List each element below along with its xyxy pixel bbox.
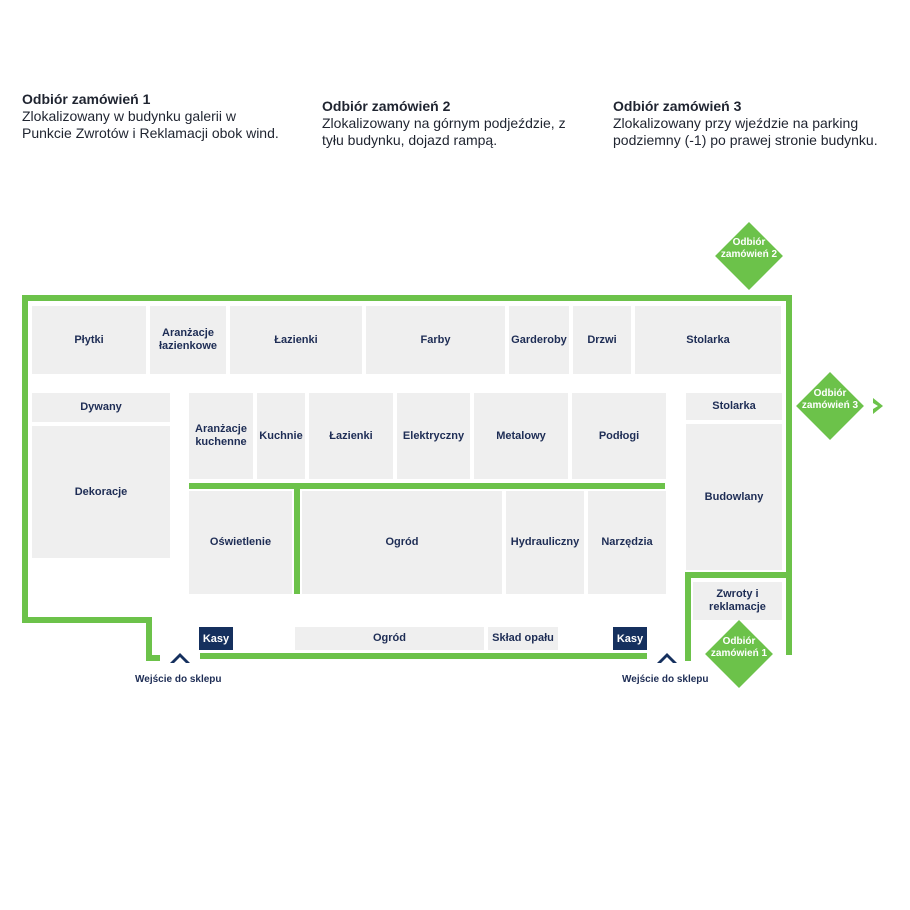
dept-podlogi[interactable]: Podłogi — [572, 393, 666, 479]
pickup-title-2: Odbiór zamówień 2 — [322, 98, 451, 114]
pickup-info-1: Odbiór zamówień 1 Zlokalizowany w budynk… — [22, 91, 282, 142]
dept-stolarka-right[interactable]: Stolarka — [686, 393, 782, 420]
dept-sklad-opalu[interactable]: Skład opału — [488, 627, 558, 650]
entrance-left-label: Wejście do sklepu — [135, 674, 222, 685]
dept-metalowy[interactable]: Metalowy — [474, 393, 568, 479]
dept-dywany[interactable]: Dywany — [32, 393, 170, 422]
wall-top — [22, 295, 792, 301]
dept-lazienki-mid[interactable]: Łazienki — [309, 393, 393, 479]
checkout-left[interactable]: Kasy — [199, 627, 233, 650]
wall-right — [786, 295, 792, 655]
dept-oswietlenie[interactable]: Oświetlenie — [189, 491, 292, 594]
pickup-title-3: Odbiór zamówień 3 — [613, 98, 742, 114]
pickup-2-label: Odbiór zamówień 2 — [720, 237, 778, 260]
wall-bottom-left-stub — [146, 655, 160, 661]
wall-returns-left — [685, 572, 691, 661]
dept-kuchnie[interactable]: Kuchnie — [257, 393, 305, 479]
entrance-right-label: Wejście do sklepu — [622, 674, 709, 685]
wall-returns-top — [685, 572, 791, 578]
dept-ogrod-bottom[interactable]: Ogród — [295, 627, 484, 650]
dept-farby[interactable]: Farby — [366, 306, 505, 374]
checkout-right[interactable]: Kasy — [613, 627, 647, 650]
dept-dekoracje[interactable]: Dekoracje — [32, 426, 170, 558]
dept-drzwi[interactable]: Drzwi — [573, 306, 631, 374]
dept-stolarka-top[interactable]: Stolarka — [635, 306, 781, 374]
wall-bottom-middle — [200, 653, 647, 659]
wall-inner-horizontal — [189, 483, 665, 489]
pickup-description-3: Zlokalizowany przy wjeździe na parking p… — [613, 115, 878, 148]
dept-hydrauliczny[interactable]: Hydrauliczny — [506, 491, 584, 594]
entrance-left-icon — [170, 653, 190, 663]
wall-bottom-left-drop — [146, 617, 152, 661]
wall-bottom-left — [22, 617, 152, 623]
chevron-right-icon — [873, 398, 883, 414]
dept-aranzacje-lazienkowe[interactable]: Aranżacje łazienkowe — [150, 306, 226, 374]
dept-ogrod-main[interactable]: Ogród — [302, 491, 502, 594]
dept-budowlany[interactable]: Budowlany — [686, 424, 782, 570]
pickup-description-2: Zlokalizowany na górnym podjeździe, z ty… — [322, 115, 566, 148]
dept-zwroty[interactable]: Zwroty i reklamacje — [693, 582, 782, 620]
wall-left — [22, 295, 28, 623]
dept-narzedzia[interactable]: Narzędzia — [588, 491, 666, 594]
pickup-1-label: Odbiór zamówień 1 — [710, 636, 768, 659]
dept-plytki[interactable]: Płytki — [32, 306, 146, 374]
pickup-info-2: Odbiór zamówień 2 Zlokalizowany na górny… — [322, 98, 582, 149]
dept-garderoby[interactable]: Garderoby — [509, 306, 569, 374]
pickup-3-label: Odbiór zamówień 3 — [801, 388, 859, 411]
pickup-info-3: Odbiór zamówień 3 Zlokalizowany przy wje… — [613, 98, 903, 149]
dept-aranzacje-kuchenne[interactable]: Aranżacje kuchenne — [189, 393, 253, 479]
dept-elektryczny[interactable]: Elektryczny — [397, 393, 470, 479]
entrance-right-icon — [657, 653, 677, 663]
pickup-title-1: Odbiór zamówień 1 — [22, 91, 151, 107]
wall-inner-vertical — [294, 483, 300, 594]
pickup-description-1: Zlokalizowany w budynku galerii w Punkci… — [22, 108, 279, 141]
dept-lazienki-top[interactable]: Łazienki — [230, 306, 362, 374]
